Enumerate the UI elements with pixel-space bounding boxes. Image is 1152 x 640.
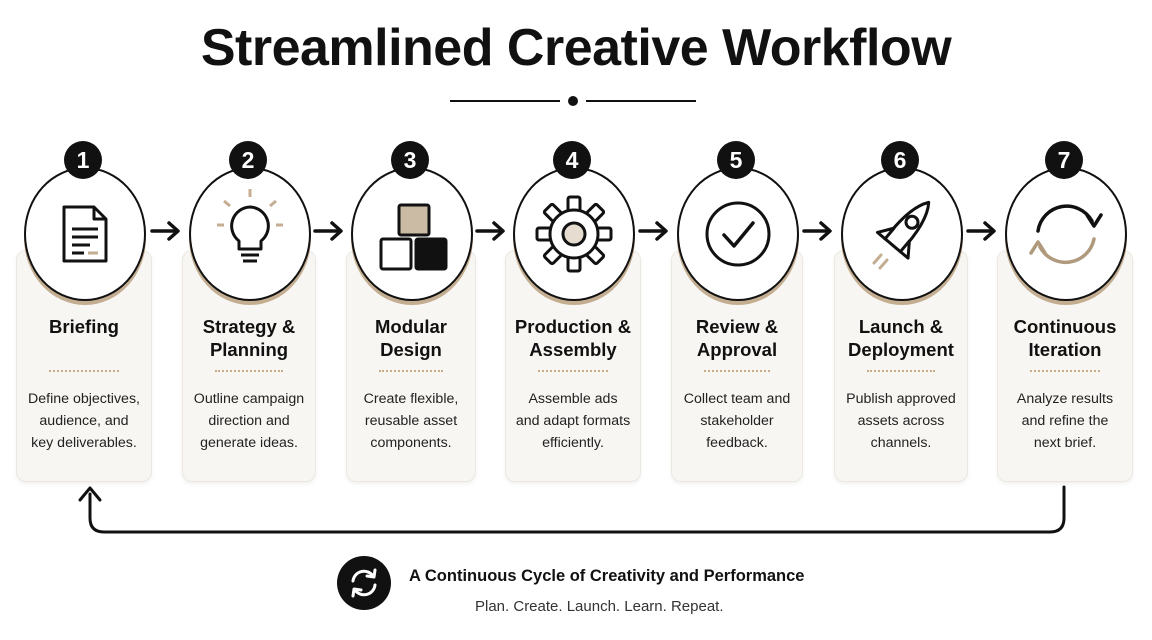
- step-description-line: assets across: [857, 413, 945, 429]
- arrow-right-icon: [313, 221, 343, 241]
- step-title-line: Assembly: [529, 339, 617, 360]
- checkmark-icon: [677, 167, 799, 301]
- step-title: Briefing: [21, 315, 147, 361]
- step-description-line: and refine the: [1021, 413, 1109, 429]
- step-separator: [538, 370, 608, 372]
- blocks-icon: [351, 167, 473, 301]
- step-separator: [867, 370, 935, 372]
- step-description: Define objectives, audience, and key deliv…: [23, 388, 145, 454]
- step-description-line: Publish approved: [846, 391, 956, 407]
- step-title-line: Production &: [514, 316, 632, 337]
- step-description: Create flexible, reusable asset components…: [353, 388, 469, 454]
- refresh-icon: [337, 556, 391, 610]
- step-description: Publish approved assets across channels.: [841, 388, 961, 454]
- step-description-line: and adapt formats: [515, 413, 631, 429]
- step-number-badge: 2: [229, 141, 267, 179]
- step-description: Assemble ads and adapt formats efficiently…: [512, 388, 634, 454]
- step-number-badge: 6: [881, 141, 919, 179]
- step-separator: [704, 370, 770, 372]
- step-description: Collect team and stakeholder feedback.: [678, 388, 796, 454]
- arrow-right-icon: [475, 221, 505, 241]
- step-title-line: Review &: [695, 316, 779, 337]
- step-title-line: Approval: [696, 339, 778, 360]
- step-separator: [49, 370, 119, 372]
- step-description-line: stakeholder: [700, 413, 774, 429]
- step-title-line: Deployment: [848, 339, 954, 360]
- step-number-badge: 3: [391, 141, 429, 179]
- step-title: Strategy &Planning: [187, 315, 311, 361]
- footer-subtitle: Plan. Create. Launch. Learn. Repeat.: [475, 598, 724, 615]
- title-divider: [450, 94, 696, 108]
- step-description-line: key deliverables.: [31, 435, 137, 451]
- arrow-right-icon: [638, 221, 668, 241]
- step-description-line: components.: [370, 435, 452, 451]
- step-description-line: Assemble ads: [528, 391, 618, 407]
- step-title-line: Iteration: [1028, 339, 1102, 360]
- step-separator: [379, 370, 443, 372]
- step-description-line: Analyze results: [1016, 391, 1114, 407]
- document-icon: [24, 167, 146, 301]
- arrow-right-icon: [966, 221, 996, 241]
- step-description-line: direction and: [208, 413, 290, 429]
- arrow-right-icon: [802, 221, 832, 241]
- footer-heading: A Continuous Cycle of Creativity and Per…: [409, 567, 805, 585]
- step-title-line: Continuous: [1013, 316, 1117, 337]
- step-number-badge: 4: [553, 141, 591, 179]
- rocket-icon: [841, 167, 963, 301]
- step-title: Review &Approval: [676, 315, 798, 361]
- lightbulb-icon: [189, 167, 311, 301]
- step-description-line: Create flexible,: [363, 391, 459, 407]
- step-title-line: [21, 338, 147, 361]
- step-separator: [215, 370, 283, 372]
- cycle-icon: [1005, 167, 1127, 301]
- step-separator: [1030, 370, 1100, 372]
- step-description-line: feedback.: [706, 435, 768, 451]
- step-description: Outline campaign direction and generate id…: [189, 388, 309, 454]
- step-description-line: next brief.: [1033, 435, 1097, 451]
- step-description-line: Collect team and: [683, 391, 791, 407]
- step-description-line: audience, and: [39, 413, 129, 429]
- step-number-badge: 5: [717, 141, 755, 179]
- step-description: Analyze results and refine the next brief.: [1004, 388, 1126, 454]
- step-description-line: channels.: [870, 435, 932, 451]
- step-number-badge: 7: [1045, 141, 1083, 179]
- step-title: Launch &Deployment: [839, 315, 963, 361]
- arrow-right-icon: [149, 221, 180, 241]
- page-title: Streamlined Creative Workflow: [200, 19, 952, 77]
- step-title-line: Strategy &: [202, 316, 296, 337]
- step-description-line: reusable asset: [364, 413, 458, 429]
- step-description-line: Define objectives,: [28, 391, 140, 407]
- gear-icon: [513, 167, 635, 301]
- step-title-line: Launch &: [858, 316, 944, 337]
- step-title-line: Planning: [209, 339, 289, 360]
- step-description-line: efficiently.: [542, 435, 604, 451]
- step-title-line: Briefing: [49, 316, 119, 337]
- step-title-line: Design: [380, 339, 442, 360]
- step-title: Production &Assembly: [510, 315, 636, 361]
- step-description-line: generate ideas.: [200, 435, 298, 451]
- step-title-line: Modular: [375, 316, 447, 337]
- step-number-badge: 1: [64, 141, 102, 179]
- step-description-line: Outline campaign: [193, 391, 305, 407]
